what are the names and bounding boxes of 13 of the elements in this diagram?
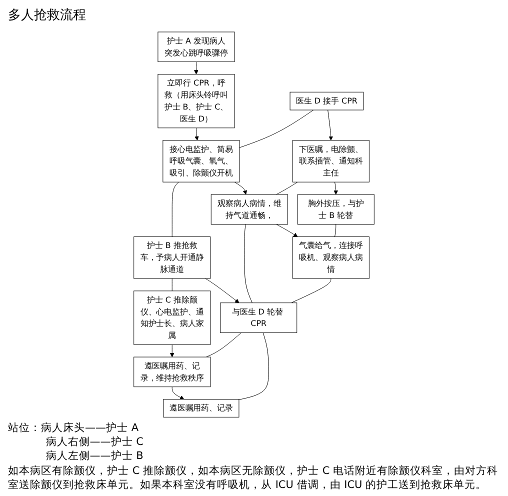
- connector: [172, 182, 180, 237]
- note-text: 病人左侧——护士 B: [44, 449, 144, 464]
- connector: [334, 224, 336, 237]
- connector: [290, 278, 332, 304]
- title: 多人抢救流程: [8, 7, 86, 24]
- connector: [276, 182, 298, 195]
- note-text: 如本病区有除颤仪，护士 C 推除颤仪，如本病区无除颤仪，护士 C 电话附近有除颤仪科室，由对方科室送除颤仪到抢救床单元。如果本科室没有呼吸机，从 ICU 借调，由 ICU 的护工送到抢救床单元。: [8, 464, 500, 492]
- connector: [239, 110, 314, 148]
- connector: [206, 332, 242, 358]
- note-text: 病人右侧——护士 C: [44, 435, 144, 450]
- connector: [244, 224, 252, 304]
- connector: [238, 332, 269, 400]
- note-text: 站位：病人床头——护士 A: [8, 421, 140, 436]
